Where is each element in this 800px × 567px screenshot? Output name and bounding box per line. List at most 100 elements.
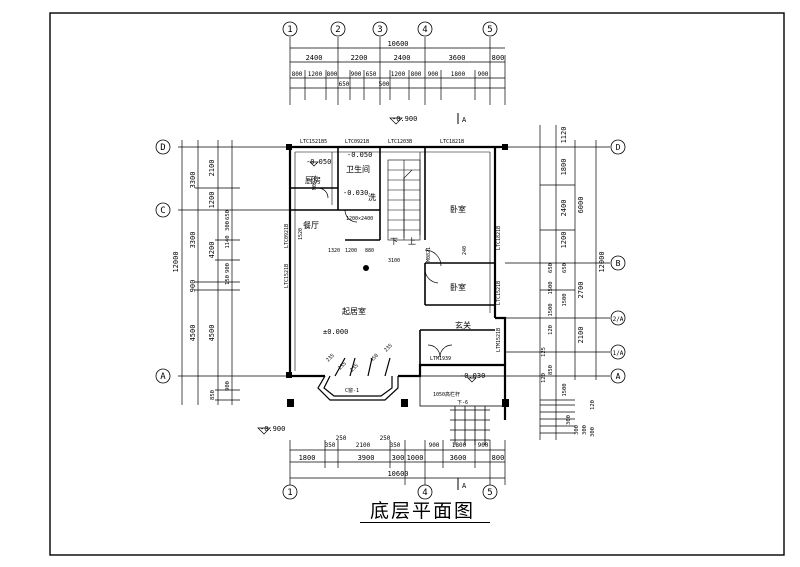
- section-a-top: A: [462, 116, 467, 124]
- level-triangles: [257, 117, 477, 435]
- bay-dim-5: 235: [383, 343, 394, 354]
- code-d-stair: M0821: [426, 247, 432, 262]
- top-sub-dim-0: 800: [292, 71, 303, 78]
- room-bedroom-1: 卧室: [450, 204, 466, 214]
- right-bottom-300d: 300: [590, 427, 596, 437]
- top-dim-a: 2400: [306, 54, 323, 62]
- section-a-bottom: A: [462, 482, 467, 490]
- bottom-sub-250b: 250: [380, 435, 391, 442]
- bottom-dim-800: 800: [492, 454, 505, 462]
- room-wash: 洗: [368, 192, 376, 202]
- bottom-sub-2100: 2100: [356, 442, 371, 449]
- left-small-900: 900: [225, 263, 231, 273]
- left-dim-1200: 1200: [208, 192, 216, 209]
- top-axis-3: 3: [377, 25, 382, 35]
- top-axis-5: 5: [487, 25, 492, 35]
- right-axis-A: A: [616, 372, 621, 381]
- code-w-top1: LTC1521B5: [300, 139, 327, 145]
- right-small-120: 120: [548, 325, 554, 335]
- room-living: 起居室: [342, 306, 366, 316]
- right-small-1500d: 1500: [562, 293, 568, 306]
- left-small-1140: 1140: [225, 235, 231, 248]
- right-dim-2700: 2700: [577, 282, 585, 299]
- bottom-axis-4: 4: [422, 488, 427, 498]
- top-axis-1: 1: [287, 25, 292, 35]
- code-w-left2: LTC1521B: [284, 264, 290, 288]
- top-axis-4: 4: [422, 25, 427, 35]
- left-small-300: 300: [225, 221, 231, 231]
- columns: [286, 144, 509, 407]
- step-text: 下-6: [457, 400, 468, 406]
- top-sub-dim-8: 1800: [451, 71, 466, 78]
- left-axis-A: A: [160, 372, 166, 382]
- bottom-dim-300: 300: [392, 454, 405, 462]
- right-bottom-300c: 300: [582, 425, 588, 435]
- code-w-right2: LTC1521B: [496, 281, 502, 305]
- top-sub-dim-650: 650: [339, 81, 350, 88]
- top-dim-b: 2200: [351, 54, 368, 62]
- top-dim-c: 2400: [394, 54, 411, 62]
- title-block: 底层平面图: [360, 496, 500, 524]
- bottom-total-dim: 10600: [387, 470, 408, 478]
- dim-3100: 3100: [388, 258, 400, 264]
- right-small-1500a: 1500: [548, 281, 554, 294]
- left-dim-2100: 2100: [208, 160, 216, 177]
- top-axis-bubbles: [282, 21, 498, 37]
- dim-1200b: 1200: [345, 248, 357, 254]
- top-total-dim: 10600: [387, 40, 408, 48]
- bottom-sub-350b: 350: [390, 442, 401, 449]
- code-d-entry: LTM1939: [430, 356, 451, 362]
- bay-dim-4: 450: [369, 353, 380, 364]
- top-sub-dim-7: 900: [428, 71, 439, 78]
- code-w-top4: LTC1821B: [440, 139, 464, 145]
- dim-1320: 1320: [328, 248, 340, 254]
- left-axis-bubbles: [155, 139, 171, 384]
- right-dim-1120: 1120: [560, 127, 568, 144]
- top-dimensions: [289, 37, 506, 105]
- top-dim-d: 3600: [449, 54, 466, 62]
- bay-dim-1: 235: [325, 353, 336, 364]
- bottom-dim-3600: 3600: [450, 454, 467, 462]
- bottom-sub-900a: 900: [429, 442, 440, 449]
- code-w-left1: LTC0921B: [284, 224, 290, 248]
- top-dim-e: 800: [492, 54, 505, 62]
- dim-stair-room: 1200×2400: [346, 216, 373, 222]
- right-small-1500c: 1500: [562, 383, 568, 396]
- level-porch: -0.030: [460, 372, 485, 380]
- entrance-porch: [419, 375, 506, 445]
- code-w-mid: M0921: [312, 175, 318, 190]
- right-axis-bubbles: [610, 139, 626, 384]
- left-small-850: 850: [210, 390, 216, 400]
- left-axis-D: D: [160, 143, 165, 153]
- bottom-axis-bubbles: [282, 484, 498, 500]
- dim-1520: 1520: [298, 228, 304, 240]
- left-dim-4500b: 4500: [208, 325, 216, 342]
- right-dim-1200: 1200: [560, 232, 568, 249]
- bay-dim-2: 235: [337, 361, 348, 372]
- right-bottom-300a: 300: [566, 415, 572, 425]
- right-axis-D: D: [616, 143, 621, 152]
- code-w-top3: LTC1203B: [388, 139, 412, 145]
- door-swings: [317, 187, 453, 358]
- right-axis-2A: 2/A: [613, 316, 624, 323]
- left-small-650: 650: [225, 210, 231, 220]
- left-small-900b: 900: [225, 381, 231, 391]
- right-small-650: 650: [548, 263, 554, 273]
- right-axis-B: B: [616, 259, 621, 268]
- bottom-axis-5: 5: [487, 488, 492, 498]
- top-sub-dim-4: 650: [366, 71, 377, 78]
- left-dim-3300b: 3300: [189, 232, 197, 249]
- left-dim-4500a: 4500: [189, 325, 197, 342]
- top-axis-2: 2: [335, 25, 340, 35]
- room-bedroom-2: 卧室: [450, 282, 466, 292]
- top-sub-dim-5: 1200: [391, 71, 406, 78]
- right-bottom-120: 120: [590, 400, 596, 410]
- room-wc: 卫生间: [346, 164, 370, 174]
- title-underline: [360, 522, 490, 523]
- bottom-dimensions: [289, 440, 506, 485]
- right-dim-2400: 2400: [560, 200, 568, 217]
- level-bottom: -0.900: [260, 425, 285, 433]
- right-bottom-300b: 300: [574, 425, 580, 435]
- code-d-side: LTM1521B: [496, 328, 502, 352]
